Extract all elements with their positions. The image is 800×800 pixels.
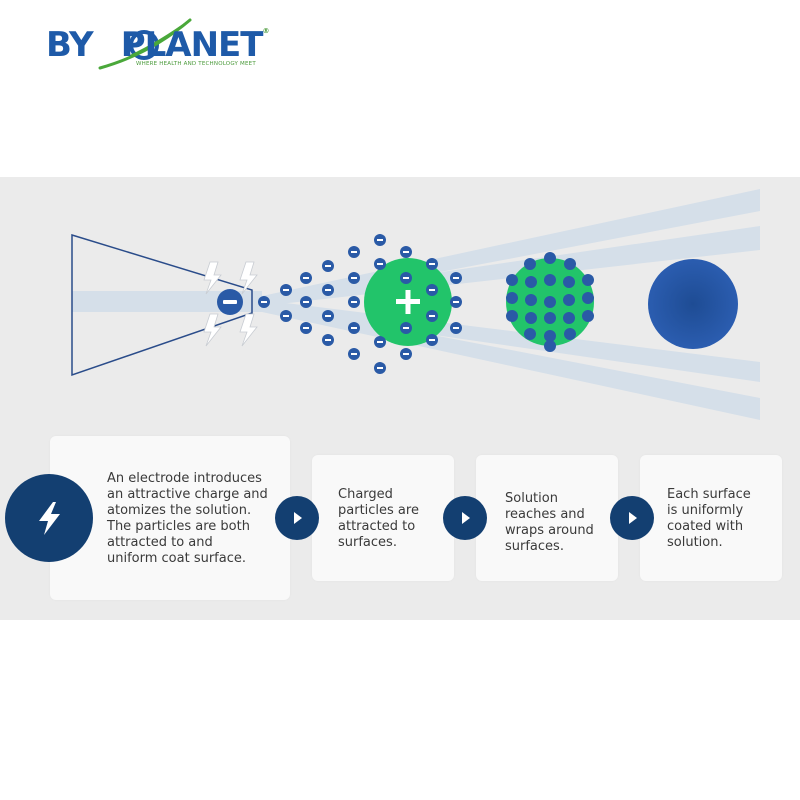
attached-particle [582,310,594,322]
step-4-line: is uniformly [667,503,751,519]
step-3-line: wraps around [505,523,594,539]
minus-sign [377,239,383,241]
spark-icon [204,262,221,294]
step-1-line: An electrode introduces [107,471,268,487]
step-2-text: Charged particles are attracted to surfa… [338,487,419,551]
minus-sign [377,367,383,369]
step-2-line: attracted to [338,519,419,535]
step-1-line: uniform coat surface. [107,551,268,567]
minus-sign [283,315,289,317]
chevron-right-icon[interactable] [275,496,319,540]
fully-coated-sphere [648,259,738,349]
minus-sign [403,353,409,355]
lightning-bolt-icon [5,474,93,562]
attached-particle [525,312,537,324]
spark-icon [240,314,257,346]
minus-sign [325,339,331,341]
minus-sign [325,289,331,291]
step-1-line: The particles are both [107,519,268,535]
step-4-line: Each surface [667,487,751,503]
minus-sign [403,327,409,329]
chevron-right-icon[interactable] [610,496,654,540]
minus-sign [429,339,435,341]
minus-sign [283,289,289,291]
step-4-line: coated with [667,519,751,535]
attached-particle [582,274,594,286]
minus-sign [351,251,357,253]
minus-sign [453,301,459,303]
attached-particle [582,292,594,304]
attached-particle [544,312,556,324]
minus-sign [351,353,357,355]
step-4-text: Each surface is uniformly coated with so… [667,487,751,551]
minus-sign [377,263,383,265]
minus-sign [325,265,331,267]
step-1-line: atomizes the solution. [107,503,268,519]
attached-particle [563,294,575,306]
minus-sign [325,315,331,317]
attached-particle [544,340,556,352]
attached-particle [524,258,536,270]
minus-sign [303,277,309,279]
minus-sign [261,301,267,303]
minus-sign [303,327,309,329]
step-1-line: attracted to and [107,535,268,551]
attached-particle [525,294,537,306]
attached-particle [544,252,556,264]
attached-particle [544,296,556,308]
chevron-right-icon[interactable] [443,496,487,540]
step-1-line: an attractive charge and [107,487,268,503]
minus-sign [429,315,435,317]
spark-icon [204,314,221,346]
step-3-line: Solution [505,491,594,507]
minus-sign [351,327,357,329]
minus-sign [403,277,409,279]
attached-particle [544,274,556,286]
attached-particle [506,310,518,322]
step-2-line: surfaces. [338,535,419,551]
minus-sign [351,301,357,303]
attached-particle [506,292,518,304]
attached-particle [564,328,576,340]
attached-particle [525,276,537,288]
step-4-line: solution. [667,535,751,551]
attached-particle [563,276,575,288]
step-3-line: surfaces. [505,539,594,555]
attached-particle [564,258,576,270]
attached-particle [563,312,575,324]
minus-sign [429,289,435,291]
step-2-line: Charged [338,487,419,503]
minus-sign [429,263,435,265]
minus-sign [453,277,459,279]
step-2-line: particles are [338,503,419,519]
minus-sign [351,277,357,279]
attached-particle [506,274,518,286]
step-3-line: reaches and [505,507,594,523]
minus-sign [453,327,459,329]
minus-sign [377,341,383,343]
minus-sign [303,301,309,303]
minus-sign [403,251,409,253]
step-1-text: An electrode introduces an attractive ch… [107,471,268,567]
step-3-text: Solution reaches and wraps around surfac… [505,491,594,555]
attached-particle [524,328,536,340]
